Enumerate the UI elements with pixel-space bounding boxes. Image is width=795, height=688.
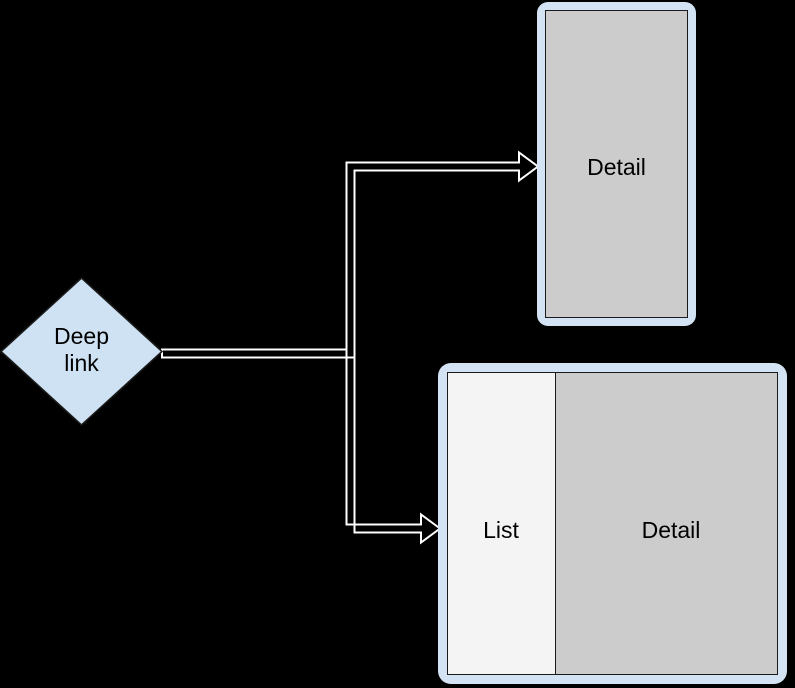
edge-deep-link-to-list-detail <box>345 349 442 545</box>
edge-deep-link-to-detail <box>161 150 540 359</box>
node-list-detail-window[interactable] <box>438 363 787 684</box>
node-detail-window[interactable] <box>537 2 696 326</box>
list-detail-window-detail-pane[interactable] <box>555 372 778 675</box>
node-deep-link[interactable] <box>0 277 163 426</box>
list-detail-window-list-pane[interactable] <box>447 372 555 675</box>
detail-window-screen <box>545 10 688 318</box>
